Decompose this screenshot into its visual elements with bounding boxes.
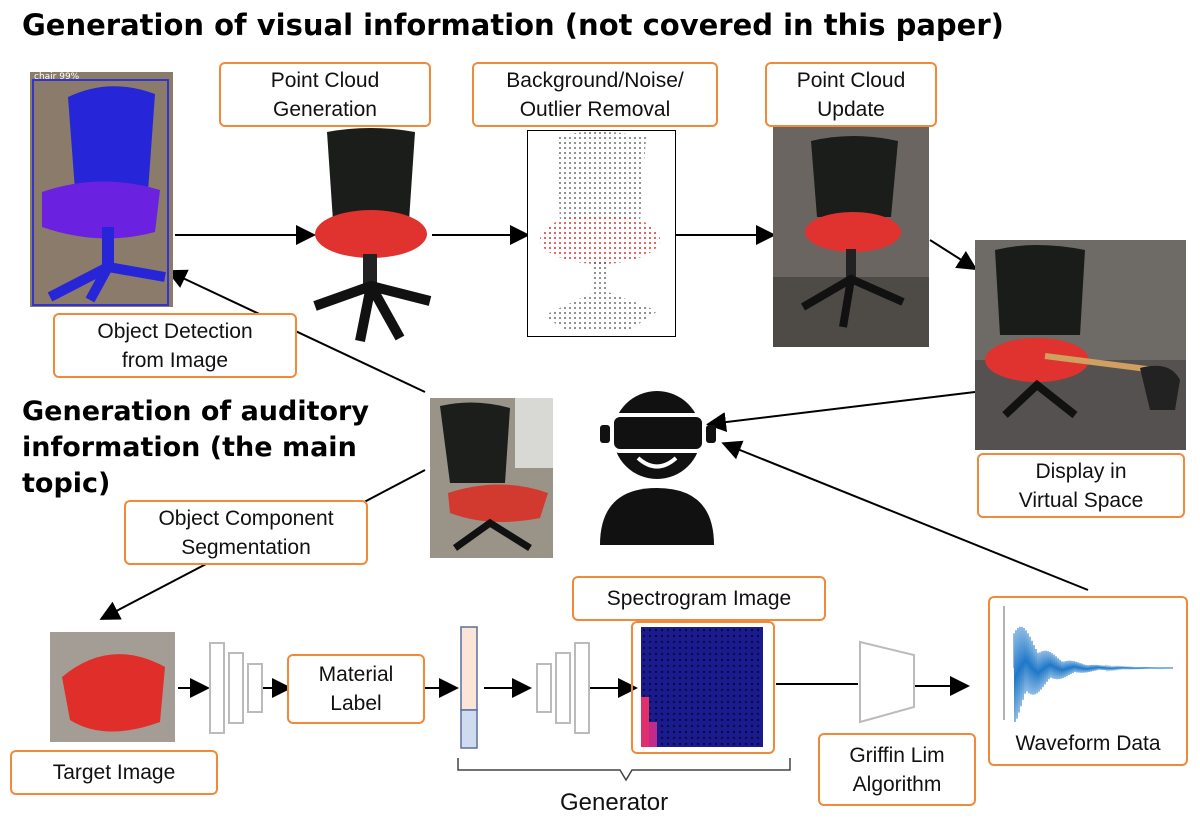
generator-label: Generator <box>560 789 669 816</box>
spectrogram-image-box: Spectrogram Image <box>572 576 826 621</box>
virtual-space-image <box>975 240 1186 450</box>
updated-point-cloud-image <box>773 127 929 347</box>
vr-user-icon <box>600 391 716 545</box>
griffin-lim-box: Griffin Lim Algorithm <box>818 733 976 806</box>
encoder-network-icon <box>209 642 263 734</box>
point-cloud-chair-image <box>305 126 440 348</box>
generator-brace <box>457 758 791 782</box>
detection-score-label: chair 99% <box>34 72 80 82</box>
auditory-section-title: Generation of auditory information (the … <box>22 396 369 499</box>
arrow-display-to-user <box>706 391 976 433</box>
waveform-frame: Waveform Data <box>988 596 1188 766</box>
spectrogram-frame <box>631 621 775 754</box>
latent-vector-icon <box>460 626 478 749</box>
arrow-update-to-display <box>929 239 978 271</box>
visual-section-title: Generation of visual information (not co… <box>22 8 1004 42</box>
spectrogram-image <box>641 627 763 747</box>
object-component-segmentation-box: Object Component Segmentation <box>124 500 368 565</box>
display-virtual-space-box: Display in Virtual Space <box>977 453 1185 518</box>
waveform-trace <box>1013 626 1174 722</box>
target-image-box: Target Image <box>10 750 218 795</box>
target-seat-image <box>50 632 175 742</box>
point-cloud-generation-box: Point Cloud Generation <box>219 62 431 127</box>
decoder-network-icon <box>536 642 590 734</box>
arrow-segmentation-to-target <box>99 562 209 620</box>
detection-result-image: chair 99% <box>30 72 173 307</box>
arrow-chair-to-detection <box>166 269 426 393</box>
material-label-box: Material Label <box>287 654 425 724</box>
chair-photo <box>430 398 553 558</box>
filtered-point-cloud-image <box>527 130 676 337</box>
point-cloud-update-box: Point Cloud Update <box>765 62 937 127</box>
waveform-data-label: Waveform Data <box>1015 732 1161 755</box>
griffin-lim-icon <box>859 640 915 724</box>
object-detection-box: Object Detection from Image <box>53 313 297 378</box>
waveform-image <box>1000 604 1180 722</box>
outlier-removal-box: Background/Noise/ Outlier Removal <box>472 62 718 127</box>
arrow-waveform-to-user <box>721 440 1089 591</box>
chair-detection-drawing <box>30 72 173 307</box>
